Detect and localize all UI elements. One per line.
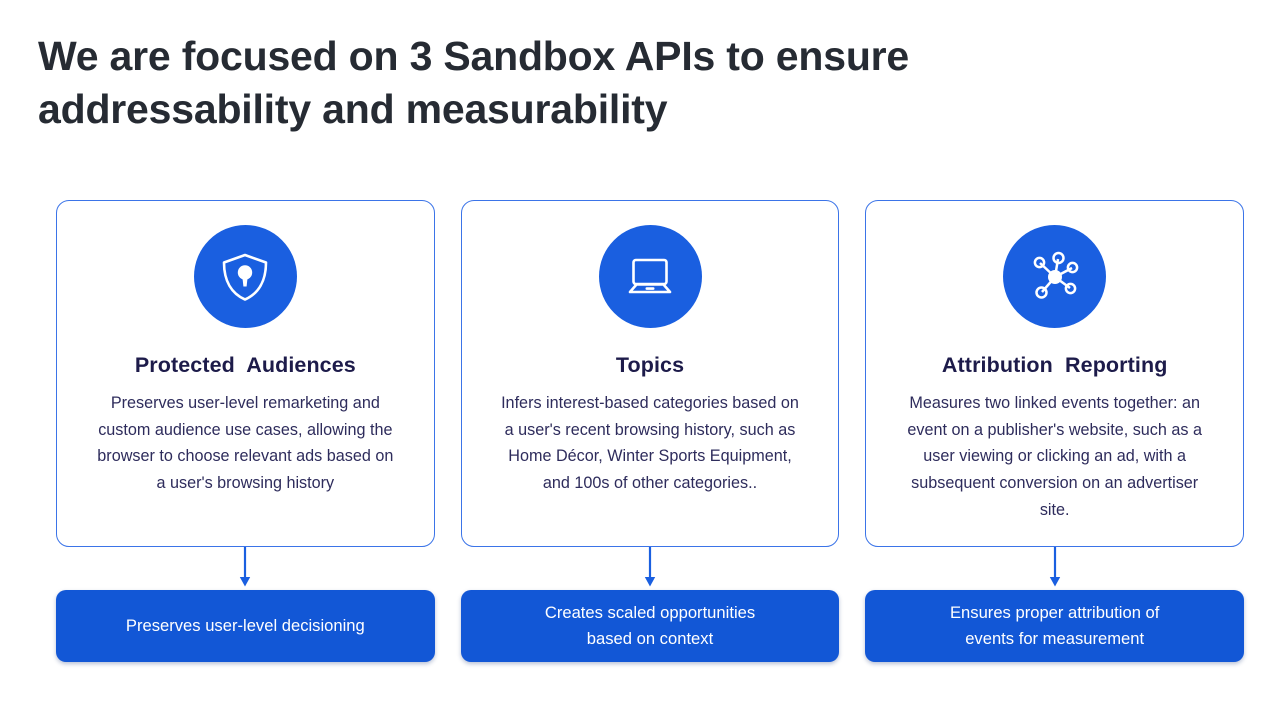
card-description: Infers interest-based categories based o… — [501, 394, 799, 493]
card-protected-audiences[interactable]: Protected Audiences Preserves user-level… — [56, 200, 435, 547]
api-card-row: Protected Audiences Preserves user-level… — [56, 200, 1245, 547]
connector-arrow-2 — [461, 547, 840, 588]
card-description: Measures two linked events together: an … — [907, 394, 1202, 519]
card-attribution-reporting[interactable]: Attribution Reporting Measures two linke… — [865, 200, 1245, 547]
card-title: Attribution Reporting — [941, 353, 1168, 377]
laptop-icon — [598, 225, 702, 328]
card-title: Topics — [615, 353, 685, 377]
outcome-pill-topics[interactable]: Creates scaled opportunities based on co… — [460, 590, 840, 662]
connector-arrow-3 — [865, 547, 1244, 588]
page-title: We are focused on 3 Sandbox APIs to ensu… — [38, 33, 910, 132]
card-title: Protected Audiences — [134, 353, 356, 377]
network-nodes-icon — [1003, 225, 1107, 328]
card-topics[interactable]: Topics Infers interest-based categories … — [460, 200, 840, 547]
connector-arrow-1 — [56, 547, 435, 588]
shield-lock-icon — [193, 225, 297, 328]
card-description: Preserves user-level remarketing and cus… — [97, 394, 394, 493]
connector-arrow-row — [56, 547, 1244, 588]
outcome-pill-row: Preserves user-level decisioning Creates… — [56, 590, 1245, 662]
outcome-pill-protected-audiences[interactable]: Preserves user-level decisioning — [56, 590, 435, 662]
outcome-pill-attribution-reporting[interactable]: Ensures proper attribution of events for… — [865, 590, 1245, 662]
